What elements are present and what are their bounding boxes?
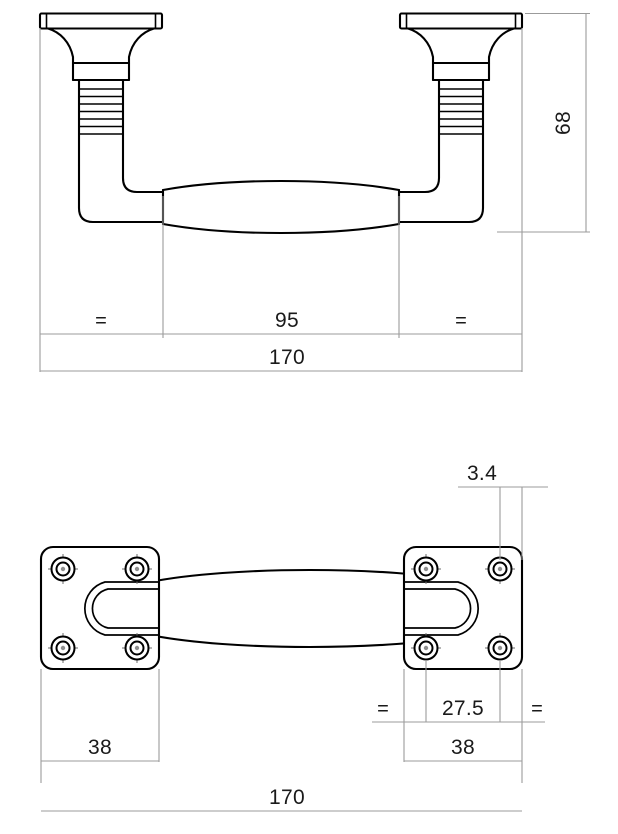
dim-height-68: 68	[497, 12, 590, 233]
right-screw-hole-bottom-right	[485, 633, 515, 663]
left-elbow-outer	[77, 163, 165, 224]
elevation-dimension-set: 68 = 95 = 170	[39, 12, 590, 372]
right-stem-root-outer	[403, 581, 479, 636]
dim-chain-95: = 95 =	[40, 309, 522, 335]
left-screw-hole-top-right	[122, 554, 152, 584]
left-screw-hole-top-left	[48, 554, 78, 584]
right-screw-hole-top-right	[485, 554, 515, 584]
dim-label-95: 95	[275, 309, 299, 332]
dim-label-eq-top-right: =	[455, 310, 467, 332]
dim-label-eq-top-left: =	[95, 310, 107, 332]
right-screw-hole-top-left	[411, 554, 441, 584]
dim-label-170-bottom: 170	[269, 786, 305, 809]
left-cove-flare	[46, 27, 75, 65]
right-collar	[431, 61, 491, 82]
left-knurl-band	[79, 88, 123, 135]
dim-overall-170-top: 170	[40, 346, 522, 372]
right-shaft	[437, 78, 485, 167]
right-flange-cap	[398, 12, 524, 30]
dim-label-68: 68	[552, 111, 575, 135]
dim-chain-275: = 27.5 =	[372, 697, 545, 723]
right-cove-flare-right	[487, 27, 516, 65]
left-screw-hole-bottom-right	[122, 633, 152, 663]
dim-label-34: 3.4	[467, 462, 497, 485]
left-stem-root-inner	[91, 588, 160, 629]
left-stem-root-outer	[84, 581, 160, 636]
right-screw-hole-bottom-left	[411, 633, 441, 663]
left-elbow-inner	[121, 158, 165, 194]
plan-top-view: 3.4 = 27.5 = 38	[39, 462, 548, 812]
dim-offset-34: 3.4	[458, 462, 548, 560]
right-stem-root-inner	[403, 588, 472, 629]
elevation-grip-barrel	[161, 179, 401, 235]
right-post-assembly	[397, 12, 524, 224]
left-rose-plate	[39, 545, 161, 671]
dim-plate-38-right: 38	[404, 736, 522, 762]
side-elevation-view: 68 = 95 = 170	[38, 12, 590, 372]
right-cove-flare	[406, 27, 435, 65]
left-collar	[71, 61, 131, 82]
dim-label-eq-bottom-left: =	[377, 698, 389, 720]
dim-plate-38-left: 38	[41, 736, 159, 762]
dim-overall-170-bottom: 170	[41, 786, 522, 812]
dim-label-eq-bottom-right: =	[531, 698, 543, 720]
dim-label-275: 27.5	[442, 697, 484, 720]
dim-label-38-right: 38	[451, 736, 475, 759]
left-screw-hole-bottom-left	[48, 633, 78, 663]
right-elbow-inner	[397, 158, 441, 194]
right-elbow-outer	[397, 163, 485, 224]
dim-label-170-top: 170	[269, 346, 305, 369]
left-cove-flare-right	[127, 27, 156, 65]
left-flange-cap	[38, 12, 164, 30]
right-rose-plate	[402, 545, 524, 671]
plan-dimension-set: 3.4 = 27.5 = 38	[40, 462, 548, 812]
left-shaft	[77, 78, 125, 167]
right-knurl-band	[439, 88, 483, 135]
left-post-assembly	[38, 12, 165, 224]
dim-label-38-left: 38	[88, 736, 112, 759]
